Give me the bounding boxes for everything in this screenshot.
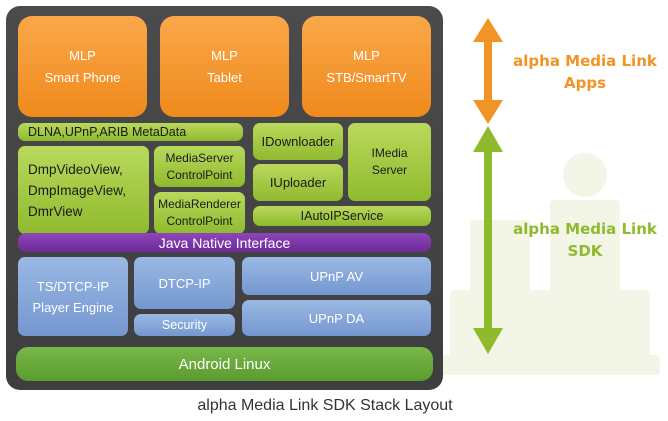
app-box-smart-phone: MLP Smart Phone	[18, 16, 147, 117]
upnp-av-label: UPnP AV	[310, 268, 363, 284]
views-line: DmpImageView,	[28, 182, 127, 198]
box-line: Player Engine	[32, 299, 114, 315]
box-line: ControlPoint	[166, 214, 233, 228]
android-linux-label: Android Linux	[178, 355, 271, 373]
box-line: MediaServer	[165, 150, 234, 165]
side-label-line: SDK	[567, 242, 603, 260]
media-server-controlpoint-box: MediaServer ControlPoint	[154, 146, 245, 187]
java-native-interface-bar: Java Native Interface	[18, 233, 431, 252]
app-box-title: MLP	[211, 47, 238, 63]
app-box-stb-smarttv: MLP STB/SmartTV	[302, 16, 431, 117]
app-box-subtitle: Smart Phone	[44, 69, 121, 85]
dtcp-ip-label: DTCP-IP	[158, 275, 211, 291]
player-engine-box: TS/DTCP-IP Player Engine	[18, 257, 128, 336]
security-label: Security	[161, 318, 208, 332]
box-line: Server	[371, 163, 408, 177]
jni-label: Java Native Interface	[158, 234, 291, 251]
app-box-title: MLP	[353, 47, 380, 63]
app-box-subtitle: STB/SmartTV	[326, 69, 407, 85]
upnp-da-box: UPnP DA	[242, 300, 431, 336]
box-line: MediaRenderer	[158, 197, 241, 211]
iautoip-service-bar: IAutoIPService	[253, 206, 431, 226]
android-linux-bar: Android Linux	[16, 347, 433, 381]
sdk-side-label: alpha Media Link SDK	[510, 218, 660, 262]
iautoip-label: IAutoIPService	[300, 209, 384, 223]
dtcp-ip-box: DTCP-IP	[134, 257, 235, 309]
diagram-caption: alpha Media Link SDK Stack Layout	[197, 397, 453, 414]
iuploader-box: IUploader	[253, 164, 343, 201]
box-line: TS/DTCP-IP	[36, 278, 110, 294]
side-label-line: alpha Media Link	[513, 52, 657, 70]
box-line: ControlPoint	[166, 167, 233, 182]
media-renderer-controlpoint-box: MediaRenderer ControlPoint	[154, 192, 245, 234]
dlna-metadata-label: DLNA,UPnP,ARIB MetaData	[28, 125, 187, 139]
views-line: DmrView	[28, 203, 83, 219]
app-box-subtitle: Tablet	[207, 69, 242, 85]
views-line: DmpVideoView,	[28, 161, 123, 177]
sdk-range-arrow	[473, 126, 503, 354]
app-box-tablet: MLP Tablet	[160, 16, 289, 117]
box-line: IMedia	[371, 146, 408, 160]
dlna-metadata-bar: DLNA,UPnP,ARIB MetaData	[18, 123, 243, 141]
upnp-da-label: UPnP DA	[308, 310, 365, 326]
idownloader-label: IDownloader	[261, 134, 335, 149]
side-label-line: alpha Media Link	[513, 220, 657, 238]
sdk-stack-panel: MLP Smart Phone MLP Tablet MLP STB/Smart…	[6, 6, 443, 390]
idownloader-box: IDownloader	[253, 123, 343, 160]
iuploader-label: IUploader	[269, 175, 327, 190]
apps-range-arrow	[473, 18, 503, 124]
security-box: Security	[134, 314, 235, 336]
app-box-title: MLP	[69, 47, 96, 63]
upnp-av-box: UPnP AV	[242, 257, 431, 295]
views-box: DmpVideoView, DmpImageView, DmrView	[18, 146, 149, 234]
side-label-line: Apps	[563, 74, 606, 92]
imedia-server-box: IMedia Server	[348, 123, 431, 201]
apps-side-label: alpha Media Link Apps	[510, 50, 660, 94]
